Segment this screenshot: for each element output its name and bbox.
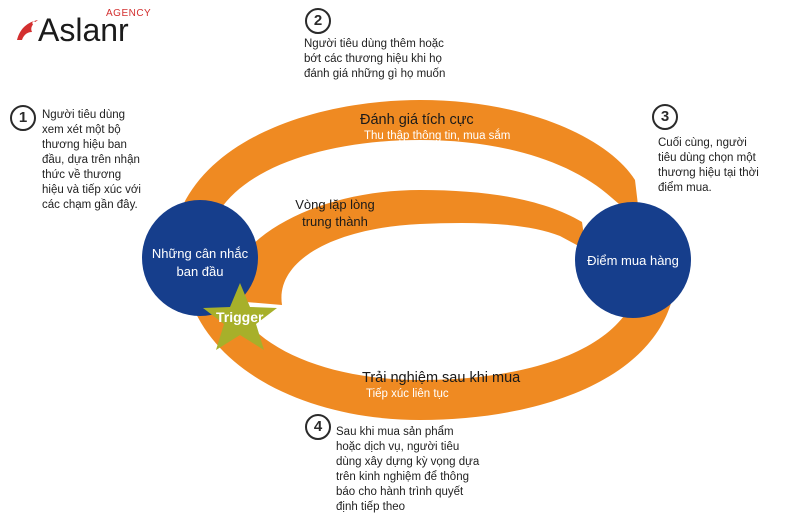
point-of-purchase-circle bbox=[575, 202, 691, 318]
trigger-label: Trigger bbox=[216, 309, 264, 325]
initial-consideration-label: Những cân nhắc ban đầu bbox=[151, 246, 249, 279]
step-2-number: 2 bbox=[305, 8, 331, 34]
evaluation-title: Đánh giá tích cực bbox=[360, 112, 474, 128]
post-purchase-title: Trải nghiệm sau khi mua bbox=[362, 370, 521, 386]
loyalty-loop-arc bbox=[222, 190, 586, 305]
logo: AGENCY Aslanr bbox=[14, 6, 152, 50]
trigger-star bbox=[203, 283, 277, 350]
logo-agency-tag: AGENCY bbox=[106, 8, 152, 19]
logo-brand: Aslanr bbox=[38, 12, 129, 48]
step-3-number: 3 bbox=[652, 104, 678, 130]
step-3-text: Cuối cùng, người tiêu dùng chọn một thươ… bbox=[658, 137, 759, 194]
evaluation-subtitle: Thu thập thông tin, mua sắm bbox=[364, 130, 511, 142]
step-1-number: 1 bbox=[10, 105, 36, 131]
step-4-text: Sau khi mua sản phẩm hoặc dịch vụ, người… bbox=[336, 426, 480, 513]
step-2-text: Người tiêu dùng thêm hoặc bớt các thương… bbox=[304, 38, 446, 80]
post-purchase-subtitle: Tiếp xúc liên tục bbox=[366, 388, 449, 400]
bird-icon bbox=[17, 20, 38, 40]
evaluation-arc bbox=[183, 100, 640, 222]
post-purchase-arc bbox=[190, 296, 672, 420]
initial-consideration-circle bbox=[142, 200, 258, 316]
step-1-text: Người tiêu dùng xem xét một bộ thương hi… bbox=[42, 109, 141, 211]
point-of-purchase-label: Điểm mua hàng bbox=[587, 253, 679, 268]
loyalty-loop-label: Vòng lặp lòng trung thành bbox=[295, 197, 375, 229]
step-4-number: 4 bbox=[305, 414, 331, 440]
